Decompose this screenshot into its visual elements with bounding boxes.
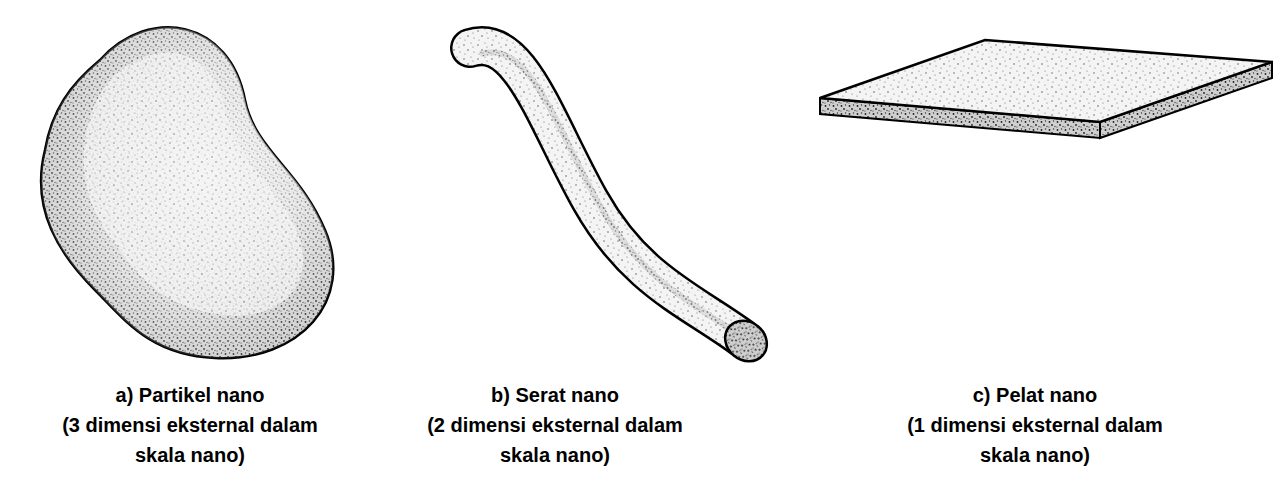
caption-description: (3 dimensi eksternal dalam skala nano) [40,410,340,470]
figure-caption: c) Pelat nano [865,380,1205,410]
nano-particle [41,27,333,358]
nano-plate [820,40,1272,138]
caption-description: (2 dimensi eksternal dalam skala nano) [405,410,705,470]
figure-caption: b) Serat nano [385,380,725,410]
figure-caption: a) Partikel nano [20,380,360,410]
nano-fiber [470,46,775,370]
caption-description: (1 dimensi eksternal dalam skala nano) [885,410,1185,470]
